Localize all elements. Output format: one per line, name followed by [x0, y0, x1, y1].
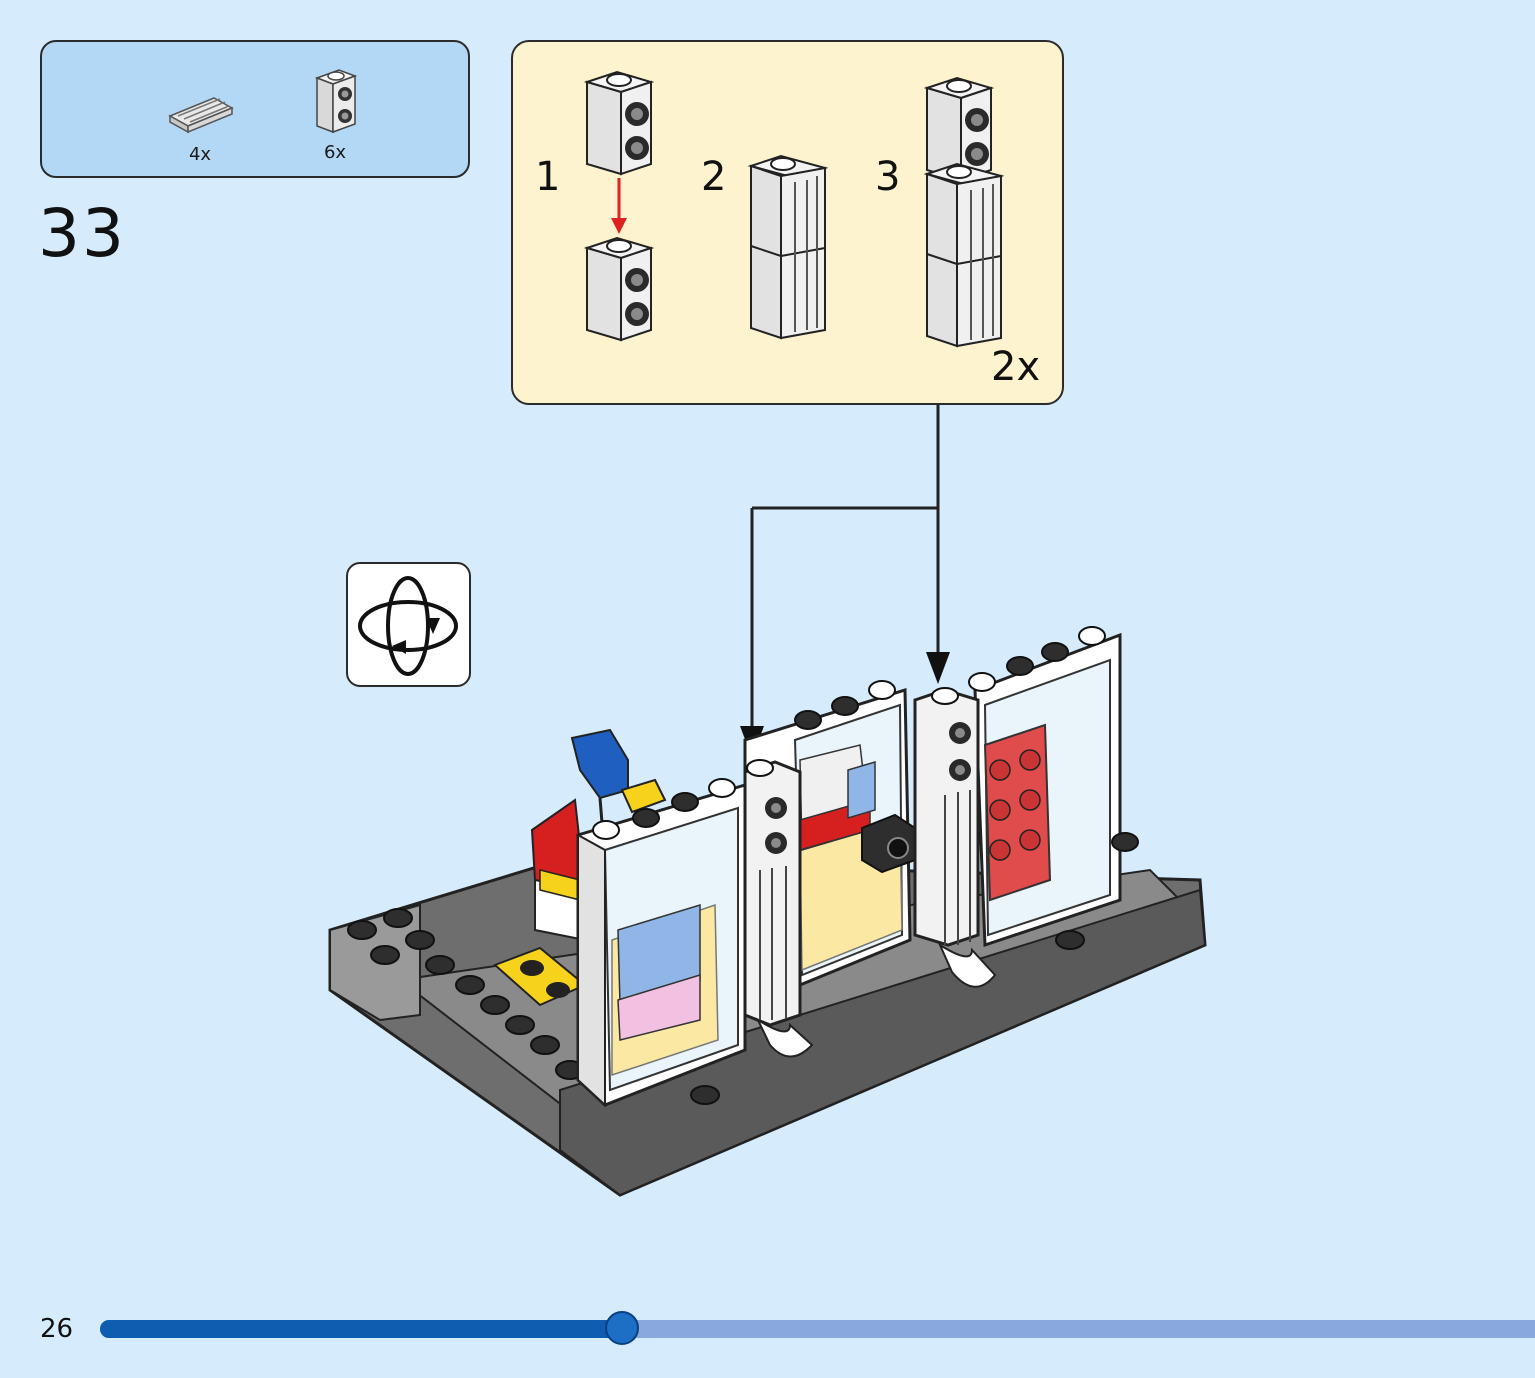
- rotate-model-icon: [358, 576, 458, 676]
- progress-indicator: [605, 1311, 640, 1345]
- callout-connector: [740, 405, 950, 758]
- grille-tile-icon: [168, 97, 234, 134]
- parts-list: 4x 6x: [40, 40, 470, 178]
- substep-label-3: 3: [875, 154, 901, 200]
- brick-1x1-studs-side-icon: [314, 69, 358, 134]
- substep-label-1: 1: [535, 154, 561, 200]
- rotate-callout: [346, 562, 471, 687]
- part-brick-1x1: 6x: [300, 64, 370, 163]
- part-qty: 4x: [188, 144, 212, 165]
- subassembly-multiplier: 2x: [991, 344, 1041, 390]
- part-grille-tile: 4x: [160, 90, 240, 165]
- progress-bar: [100, 1311, 1535, 1345]
- subassembly-callout: 1 2 3 2x: [511, 40, 1064, 405]
- page-number: 26: [40, 1314, 74, 1344]
- progress-fill: [100, 1320, 623, 1338]
- subassembly-illustration: [586, 71, 1002, 347]
- part-qty: 6x: [323, 142, 347, 163]
- substep-label-2: 2: [701, 154, 727, 200]
- step-number: 33: [38, 195, 126, 272]
